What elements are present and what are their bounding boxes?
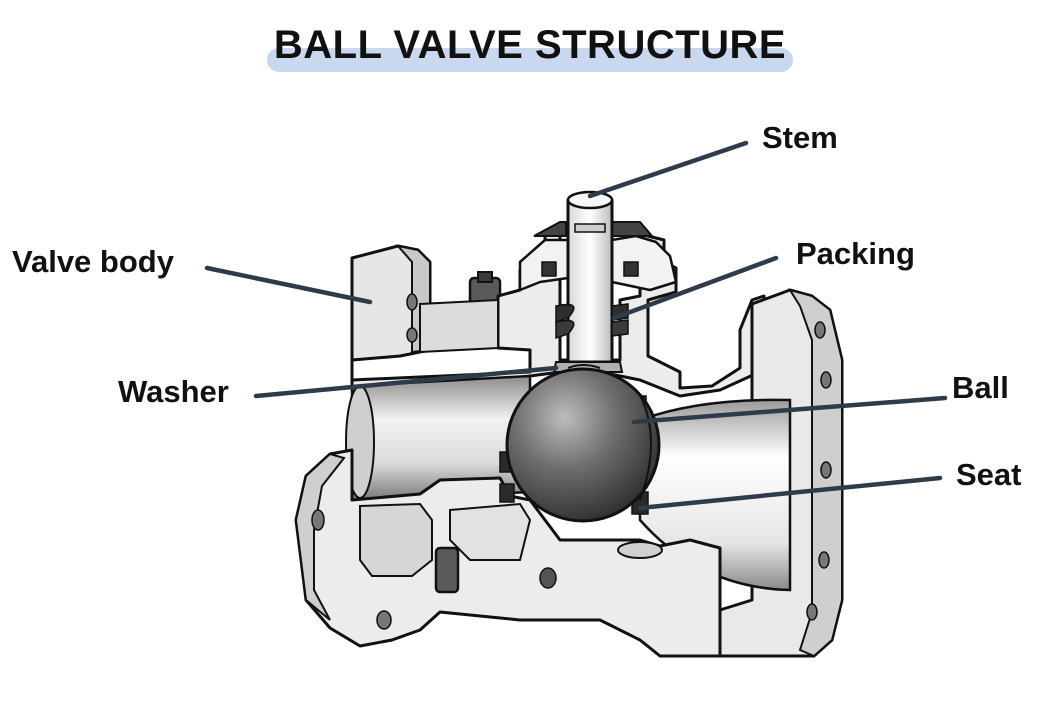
diagram-title: BALL VALVE STRUCTURE [273,23,787,67]
label-packing: Packing [796,236,915,271]
leader-valve-body [204,265,373,305]
stem-part [566,190,614,364]
label-seat: Seat [956,457,1022,492]
label-stem: Stem [762,120,838,155]
title-banner: BALL VALVE STRUCTURE [265,18,795,76]
label-washer: Washer [118,374,229,409]
leader-packing [611,255,779,321]
leader-seat [637,475,943,511]
leader-washer [253,365,559,399]
leader-stem [587,140,749,199]
label-valve-body: Valve body [12,244,174,279]
ball-part [505,364,661,523]
bonnet [518,221,678,292]
title-highlight-band [267,48,793,72]
label-ball: Ball [952,370,1009,405]
valve-body-lower [294,448,722,658]
left-flange-upper [350,244,432,362]
leader-ball [631,395,948,425]
leader-lines [204,140,948,511]
